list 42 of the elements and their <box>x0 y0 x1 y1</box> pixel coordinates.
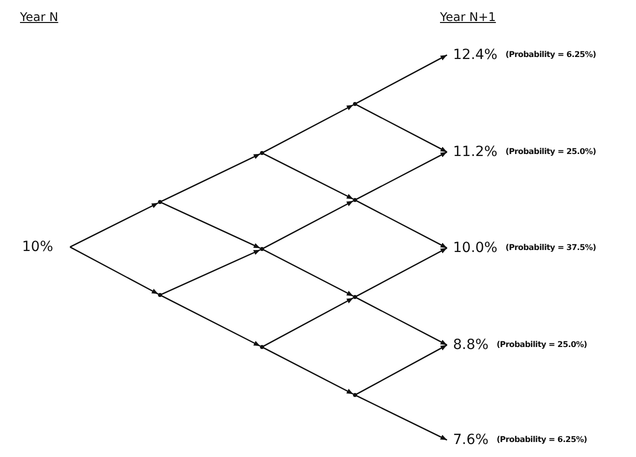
junction-point <box>158 200 162 204</box>
column-heading: Year N <box>20 10 58 24</box>
arrow <box>262 346 354 395</box>
arrow <box>354 394 448 441</box>
arrow <box>354 296 448 346</box>
arrow <box>354 54 448 105</box>
outcome-value: 11.2% <box>447 143 498 161</box>
junction-point <box>353 393 357 397</box>
probability-note: (Probability = 6.25%) <box>505 49 596 61</box>
junction-point <box>353 295 357 299</box>
probability-note: (Probability = 25.0%) <box>505 146 596 158</box>
junction-point <box>353 102 357 106</box>
outcome-value: 12.4% <box>447 46 498 64</box>
arrow <box>262 104 354 154</box>
probability-note: (Probability = 37.5%) <box>505 242 596 254</box>
arrow <box>160 201 260 249</box>
arrow <box>262 248 354 297</box>
junction-point <box>158 293 162 297</box>
outcome-value: 10.0% <box>447 239 498 257</box>
arrow <box>354 247 448 298</box>
arrow <box>262 152 354 200</box>
outcome-value: 8.8% <box>447 336 489 354</box>
junction-point <box>260 345 264 349</box>
arrow <box>354 344 448 396</box>
junction-point <box>353 198 357 202</box>
column-heading: Year N+1 <box>440 10 496 24</box>
arrow <box>354 151 448 201</box>
arrow <box>160 294 261 347</box>
arrow <box>354 199 448 249</box>
arrow <box>70 246 159 295</box>
arrow <box>262 200 354 250</box>
arrow <box>262 297 354 348</box>
start-value: 10% <box>22 238 54 256</box>
outcome-value: 7.6% <box>447 431 489 449</box>
probability-note: (Probability = 25.0%) <box>496 339 588 351</box>
arrow <box>160 249 260 296</box>
probability-note: (Probability = 6.25%) <box>496 434 588 446</box>
arrow <box>70 202 158 248</box>
arrow <box>160 153 260 203</box>
arrow <box>354 103 448 153</box>
junction-point <box>260 151 264 155</box>
junction-point <box>260 247 264 251</box>
